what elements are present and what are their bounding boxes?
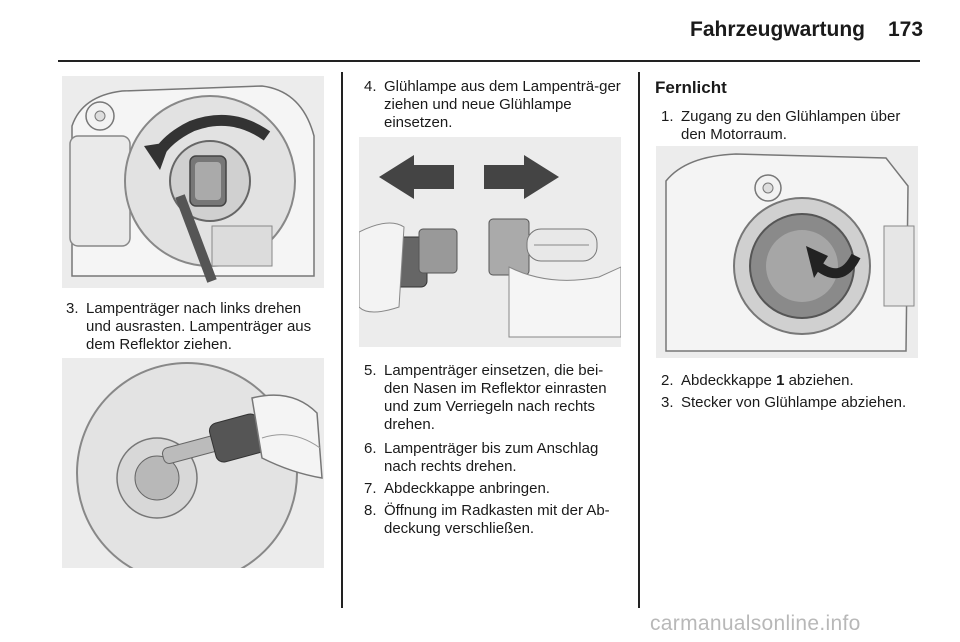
step-number: 2. bbox=[661, 372, 674, 389]
section-title: Fahrzeugwartung bbox=[690, 18, 866, 41]
step-3-col1: 3. Lampenträger nach links drehen und au… bbox=[66, 300, 328, 354]
step-text-suffix: abziehen. bbox=[784, 372, 854, 389]
step-number: 4. bbox=[364, 78, 377, 95]
step-number: 1. bbox=[661, 108, 674, 125]
step-2-col3: 2. Abdeckkappe 1 abziehen. bbox=[661, 372, 923, 390]
step-text: Lampenträger nach links drehen und ausra… bbox=[86, 300, 312, 353]
step-1-col3: 1. Zugang zu den Glühlampen über den Mot… bbox=[661, 108, 923, 144]
step-number: 7. bbox=[364, 480, 377, 497]
column-divider-2 bbox=[638, 72, 640, 608]
step-5: 5. Lampenträger einsetzen, die bei-den N… bbox=[364, 362, 626, 434]
step-number: 3. bbox=[661, 394, 674, 411]
step-text: Lampenträger bis zum Anschlag nach recht… bbox=[384, 440, 599, 475]
step-8: 8. Öffnung im Radkasten mit der Ab-decku… bbox=[364, 502, 626, 538]
step-4: 4. Glühlampe aus dem Lampenträ-ger ziehe… bbox=[364, 78, 626, 132]
step-text: Stecker von Glühlampe abziehen. bbox=[681, 394, 907, 411]
column-divider-1 bbox=[341, 72, 343, 608]
step-text: Öffnung im Radkasten mit der Ab-deckung … bbox=[384, 502, 610, 537]
step-3-col3: 3. Stecker von Glühlampe abziehen. bbox=[661, 394, 923, 412]
step-text: Glühlampe aus dem Lampenträ-ger ziehen u… bbox=[384, 78, 621, 131]
figure-bulb-exchange bbox=[359, 137, 621, 347]
header-divider bbox=[58, 60, 920, 62]
callout-number: 1 bbox=[776, 372, 785, 389]
step-text: Lampenträger einsetzen, die bei-den Nase… bbox=[384, 362, 607, 433]
step-7: 7. Abdeckkappe anbringen. bbox=[364, 480, 626, 498]
page-number: 173 bbox=[888, 18, 924, 41]
watermark: carmanualsonline.info bbox=[650, 612, 861, 635]
step-number: 3. bbox=[66, 300, 79, 317]
step-text: Abdeckkappe 1 abziehen. bbox=[681, 372, 923, 390]
step-text-prefix: Abdeckkappe bbox=[681, 372, 777, 389]
step-text: Abdeckkappe anbringen. bbox=[384, 480, 550, 497]
step-6: 6. Lampenträger bis zum Anschlag nach re… bbox=[364, 440, 626, 476]
step-number: 6. bbox=[364, 440, 377, 457]
section-heading-fernlicht: Fernlicht bbox=[655, 78, 727, 97]
step-number: 8. bbox=[364, 502, 377, 519]
figure-lamp-holder-remove bbox=[62, 358, 324, 568]
figure-cover-cap bbox=[656, 146, 918, 358]
figure-lamp-holder-rotate bbox=[62, 76, 324, 288]
step-number: 5. bbox=[364, 362, 377, 379]
step-text: Zugang zu den Glühlampen über den Motorr… bbox=[681, 108, 901, 143]
